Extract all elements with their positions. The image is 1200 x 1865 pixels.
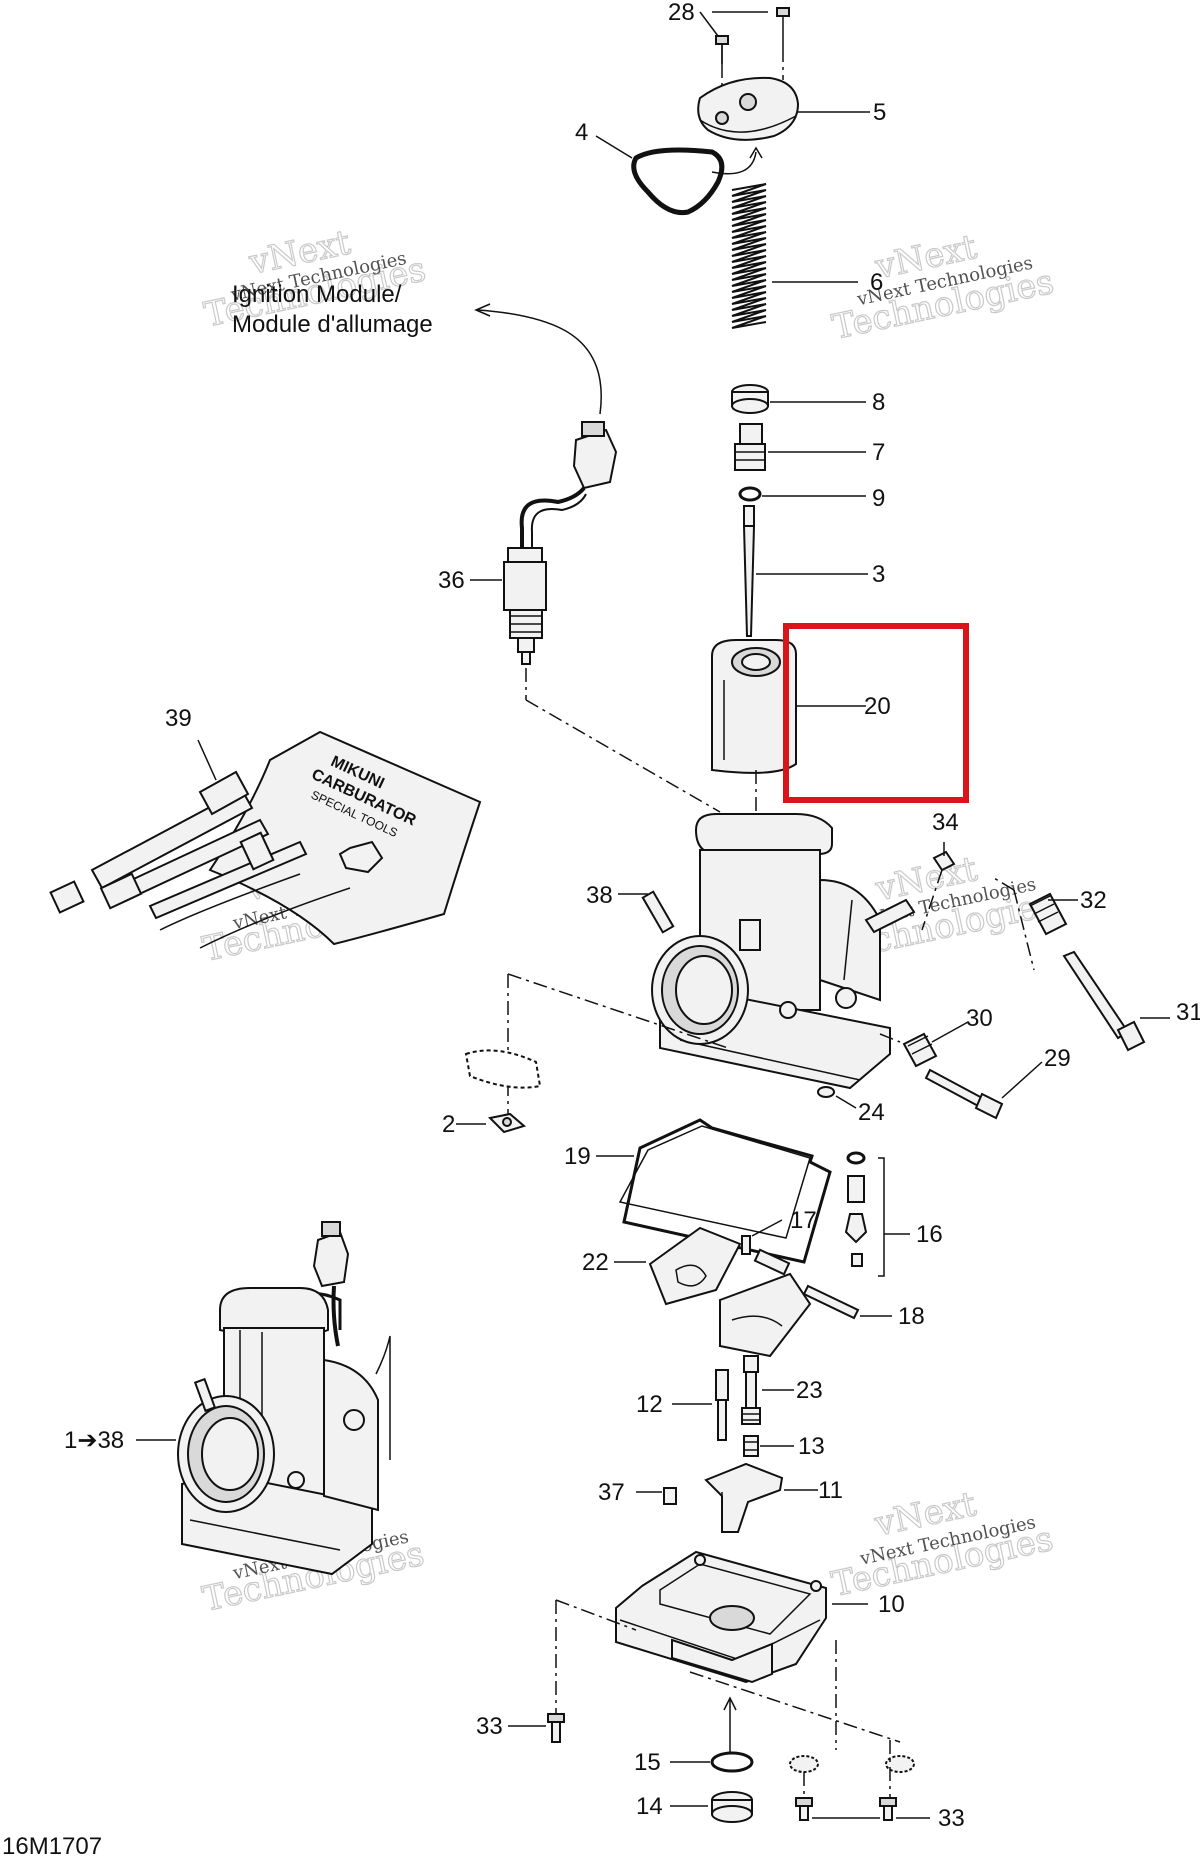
float-pin-18[interactable] [802,1284,892,1320]
callout-2: 2 [442,1111,455,1138]
callout-29: 29 [1044,1045,1071,1072]
highlight-box [783,623,969,803]
callout-17: 17 [790,1207,817,1234]
o-ring-15[interactable] [670,1696,754,1773]
ignition-module-label-en: Ignition Module/ [232,281,402,308]
callout-13: 13 [798,1433,825,1460]
ignition-arrowhead [474,303,491,317]
callout-11: 11 [818,1477,843,1504]
throttle-slide-20[interactable] [711,639,866,842]
assembled-carburetor[interactable] [136,1221,391,1576]
callout-23: 23 [796,1377,823,1404]
float-valve-16[interactable] [844,1151,910,1277]
baffle-11[interactable] [704,1462,818,1533]
retainer-8[interactable] [731,384,866,414]
diagram-id: 16M1707 [2,1833,102,1860]
screw-33-left[interactable] [508,1713,565,1743]
callout-4: 4 [575,119,588,146]
jet-needle-3[interactable] [742,505,868,637]
ignition-arrow [477,309,602,415]
callout-15: 15 [634,1749,661,1776]
callout-3: 3 [872,561,885,588]
callout-38: 38 [586,882,613,909]
callout-1-to-38: 1➔38 [64,1427,124,1454]
sensor-36[interactable] [470,421,721,813]
callout-10: 10 [878,1591,905,1618]
callout-28: 28 [668,0,695,26]
needle-holder-7[interactable] [734,423,866,471]
callout-6: 6 [870,269,883,296]
ignition-module-label-fr: Module d'allumage [232,311,433,338]
callout-7: 7 [872,439,885,466]
screw-17[interactable] [741,1219,783,1255]
gasket-19[interactable] [596,1118,832,1264]
float-22[interactable] [614,1226,812,1358]
callout-24: 24 [858,1099,885,1126]
screws-28[interactable] [699,7,790,90]
callout-12: 12 [636,1391,663,1418]
spring-30[interactable] [879,1021,969,1068]
o-ring-4[interactable] [595,135,763,216]
callout-39: 39 [165,705,192,732]
callout-33-right: 33 [938,1805,965,1832]
callout-8: 8 [872,389,885,416]
callout-18: 18 [898,1303,925,1330]
callout-31: 31 [1176,999,1200,1026]
idle-screw-29[interactable] [924,1061,1043,1120]
screws-33-right[interactable] [789,1740,930,1821]
air-screw-32-31[interactable] [993,877,1170,1052]
screw-34[interactable] [921,842,956,931]
cap-24[interactable] [817,1086,857,1109]
callout-20: 20 [864,693,891,720]
float-bowl-10[interactable] [555,1550,901,1750]
plug-14[interactable] [670,1791,753,1823]
callout-5: 5 [873,99,886,126]
callout-16: 16 [916,1221,943,1248]
callout-33-left: 33 [476,1713,503,1740]
callout-22: 22 [582,1249,609,1276]
bracket-2[interactable] [456,1049,542,1134]
special-tools-kit-39[interactable]: MIKUNI CARBURATOR SPECIAL TOOLS [49,730,482,949]
main-jet-13[interactable] [743,1435,794,1457]
callout-30: 30 [966,1005,993,1032]
carb-cap-5[interactable] [697,76,870,141]
callout-9: 9 [872,485,885,512]
callout-37: 37 [598,1479,625,1506]
spring-6[interactable] [731,183,858,329]
callout-19: 19 [564,1143,591,1170]
callout-36: 36 [438,567,465,594]
callout-14: 14 [636,1793,663,1820]
carburetor-body[interactable] [507,813,916,1125]
clip-9[interactable] [738,486,866,502]
jet-12[interactable] [672,1369,729,1441]
callout-32: 32 [1080,887,1107,914]
callout-34: 34 [932,809,959,836]
plug-37[interactable] [636,1487,677,1505]
needle-jet-23[interactable] [741,1355,794,1425]
watermark-low-right: vNext Technologies vNext Technologies [828,1484,1058,1606]
pilot-screw-38[interactable] [618,890,675,934]
watermark-top-right: vNext Technologies vNext Technologies [828,226,1058,348]
